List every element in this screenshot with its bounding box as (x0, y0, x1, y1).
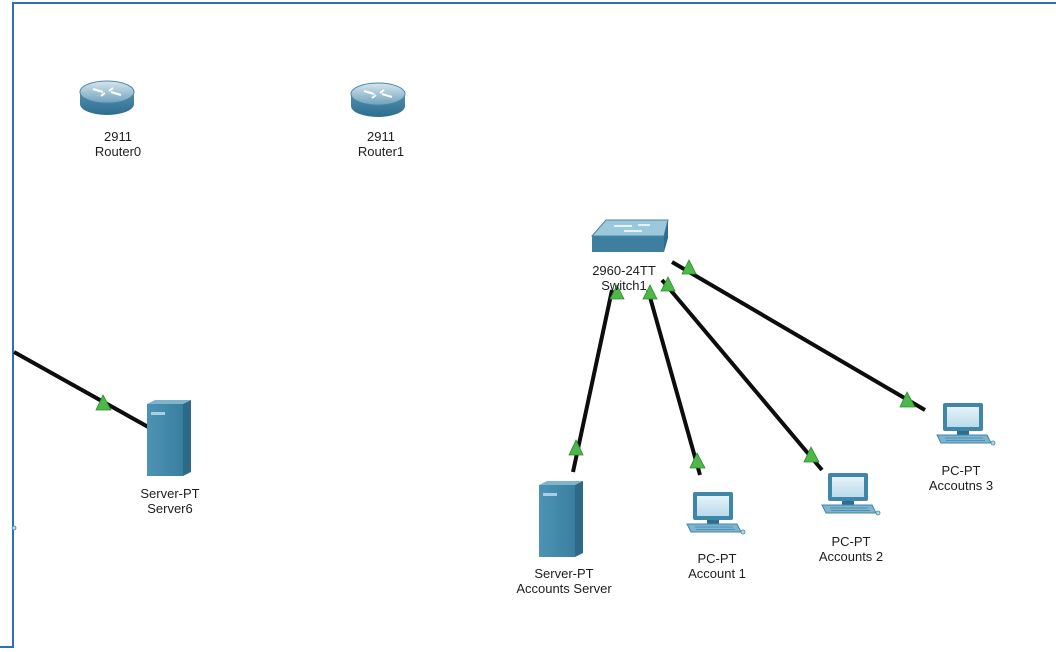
router-icon (350, 82, 406, 117)
link-accounts-server[interactable] (571, 289, 614, 473)
offscreen-device-edge (11, 525, 17, 531)
link-up-triangle-icon (95, 394, 112, 411)
link-up-triangle-icon (609, 284, 625, 300)
accounts3-model: PC-PT (941, 463, 981, 478)
workspace-border-left (12, 2, 14, 647)
links (13, 260, 927, 476)
pc-icon (936, 403, 996, 446)
router1-model: 2911 (367, 129, 395, 144)
accounts2-name: Accounts 2 (818, 549, 884, 564)
router0-device[interactable] (79, 80, 135, 115)
account1-model: PC-PT (697, 551, 737, 566)
server6-label: Server-PT Server6 (140, 486, 199, 516)
router0-name: Router0 (94, 144, 142, 159)
accounts2-device[interactable] (821, 473, 881, 516)
account1-name: Account 1 (688, 566, 746, 581)
server6-device[interactable] (147, 400, 191, 476)
link-up-triangle-icon (568, 439, 584, 456)
workspace-border-top (12, 2, 1056, 4)
accounts-server-model: Server-PT (534, 566, 594, 581)
accounts3-label: PC-PT Accoutns 3 (929, 463, 993, 493)
link-up-triangle-icon (803, 446, 820, 463)
link-up-triangle-icon (689, 452, 706, 469)
link-account1[interactable] (646, 289, 702, 476)
router1-name: Router1 (357, 144, 405, 159)
switch1-device[interactable] (590, 219, 669, 252)
server-icon (539, 481, 583, 557)
link-server6[interactable] (13, 350, 151, 430)
link-status-markers (95, 259, 916, 469)
link-up-triangle-icon (642, 284, 658, 300)
pc-icon (821, 473, 881, 516)
accounts-server-device[interactable] (539, 481, 583, 557)
router1-device[interactable] (350, 82, 406, 117)
router1-label: 2911 Router1 (358, 129, 404, 159)
link-up-triangle-icon (681, 259, 697, 275)
router-icon (79, 80, 135, 115)
accounts-server-name: Accounts Server (516, 581, 612, 596)
switch-icon (590, 219, 669, 252)
link-accounts3[interactable] (670, 260, 927, 412)
switch1-model: 2960-24TT (592, 263, 656, 278)
link-accounts2[interactable] (660, 278, 824, 472)
link-up-triangle-icon (660, 276, 676, 292)
account1-label: PC-PT Account 1 (688, 551, 746, 581)
server6-model: Server-PT (140, 486, 200, 501)
accounts3-device[interactable] (936, 403, 996, 446)
router0-model: 2911 (104, 129, 132, 144)
workspace-border-bottom (0, 646, 14, 648)
switch1-label: 2960-24TT Switch1 (592, 263, 656, 293)
link-up-triangle-icon (899, 391, 916, 408)
router0-label: 2911 Router0 (95, 129, 141, 159)
server6-name: Server6 (147, 501, 193, 516)
accounts3-name: Accoutns 3 (928, 478, 994, 493)
accounts2-model: PC-PT (831, 534, 871, 549)
pc-icon (686, 492, 746, 535)
accounts2-label: PC-PT Accounts 2 (819, 534, 883, 564)
accounts-server-label: Server-PT Accounts Server (516, 566, 611, 596)
switch1-name: Switch1 (601, 278, 647, 293)
server-icon (147, 400, 191, 476)
account1-device[interactable] (686, 492, 746, 535)
